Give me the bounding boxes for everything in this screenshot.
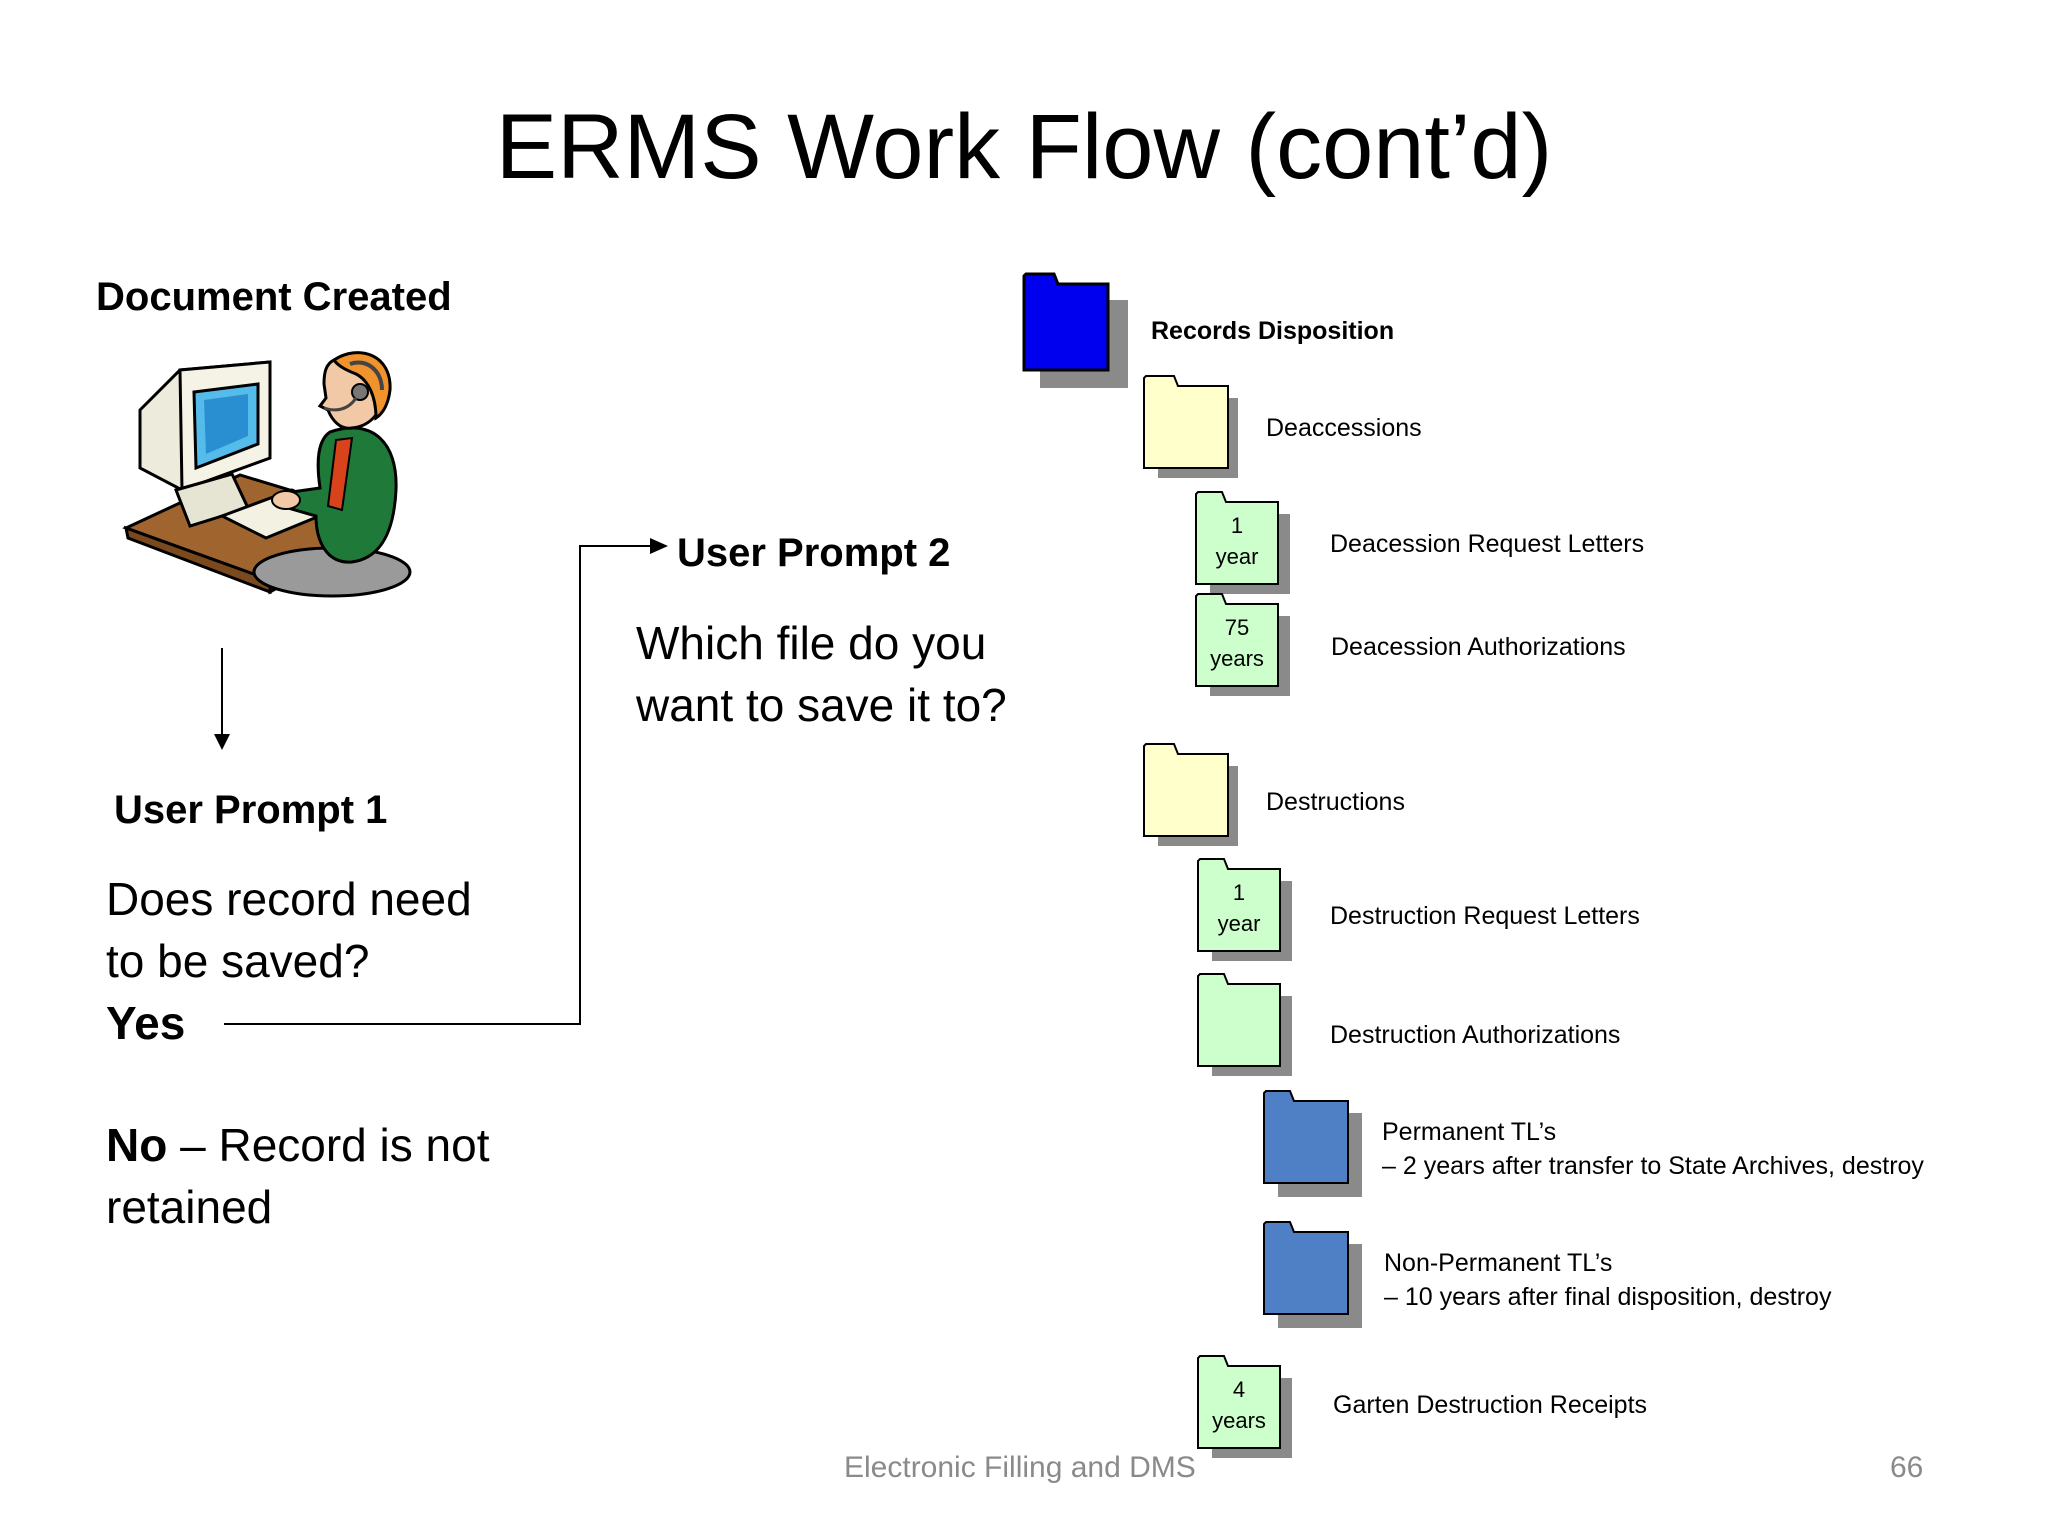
retention-value: 1	[1232, 880, 1246, 905]
non-permanent-retention: – 10 years after final disposition, dest…	[1384, 1283, 1832, 1311]
retention-unit: year	[1215, 544, 1259, 569]
folder-icon-destruction-request-letters: 1 year	[1194, 855, 1304, 965]
yes-label: Yes	[106, 997, 186, 1049]
no-label: No	[106, 1119, 168, 1171]
person-at-computer-illustration	[122, 351, 412, 598]
no-text: – Record is not	[167, 1119, 490, 1171]
folder-icon-non-permanent-tls	[1260, 1218, 1370, 1333]
retention-unit: years	[1212, 1408, 1266, 1433]
tree-label-deacession-request-letters: Deacession Request Letters	[1330, 530, 1645, 558]
folder-icon-permanent-tls	[1260, 1087, 1370, 1202]
tree-label-destruction-request-letters: Destruction Request Letters	[1330, 902, 1640, 930]
retention-value: 4	[1232, 1377, 1246, 1402]
folder-icon-destruction-authorizations	[1194, 970, 1304, 1085]
user-prompt-1-question: Does record need to be saved?	[106, 868, 566, 992]
prompt2-question-line1: Which file do you	[636, 617, 987, 669]
retention-unit: years	[1210, 646, 1264, 671]
tree-label-deacession-authorizations: Deacession Authorizations	[1331, 633, 1626, 661]
slide-page-number: 66	[1890, 1451, 1924, 1484]
tree-label-non-permanent-tls: Non-Permanent TL’s – 10 years after fina…	[1384, 1246, 1831, 1314]
user-prompt-2-heading: User Prompt 2	[677, 531, 951, 575]
retention-unit: year	[1217, 911, 1261, 936]
tree-label-records-disposition: Records Disposition	[1151, 317, 1395, 345]
folder-icon-deacession-authorizations: 75 years	[1192, 590, 1302, 700]
tree-label-destructions: Destructions	[1266, 788, 1405, 816]
tree-label-garten-destruction-receipts: Garten Destruction Receipts	[1333, 1391, 1648, 1419]
retention-value: 1	[1230, 513, 1244, 538]
retention-value: 75	[1224, 615, 1250, 640]
slide-footer: Electronic Filling and DMS	[844, 1451, 1196, 1484]
tree-label-permanent-tls: Permanent TL’s – 2 years after transfer …	[1382, 1115, 1924, 1183]
permanent-title: Permanent TL’s	[1382, 1118, 1557, 1146]
tree-label-deaccessions: Deaccessions	[1266, 414, 1422, 442]
slide-title: ERMS Work Flow (cont’d)	[495, 96, 1553, 198]
prompt1-question-line1: Does record need	[106, 873, 472, 925]
prompt1-question-line2: to be saved?	[106, 935, 370, 987]
no-text-line2: retained	[106, 1181, 273, 1233]
permanent-retention: – 2 years after transfer to State Archiv…	[1382, 1152, 1924, 1180]
folder-icon-deacession-request-letters: 1 year	[1192, 488, 1302, 598]
user-prompt-2-question: Which file do you want to save it to?	[636, 612, 1096, 736]
folder-icon-deaccessions	[1140, 372, 1250, 487]
folder-icon-garten-destruction-receipts: 4 years	[1194, 1352, 1304, 1462]
tree-label-destruction-authorizations: Destruction Authorizations	[1330, 1021, 1621, 1049]
document-created-heading: Document Created	[96, 275, 452, 319]
prompt2-question-line2: want to save it to?	[636, 679, 1007, 731]
non-permanent-title: Non-Permanent TL’s	[1384, 1249, 1613, 1277]
down-arrow	[214, 648, 230, 750]
folder-icon-destructions	[1140, 740, 1250, 855]
folder-icon-records-disposition	[1020, 270, 1130, 395]
no-answer: No – Record is not retained	[106, 1114, 626, 1238]
user-prompt-1-heading: User Prompt 1	[114, 788, 388, 832]
